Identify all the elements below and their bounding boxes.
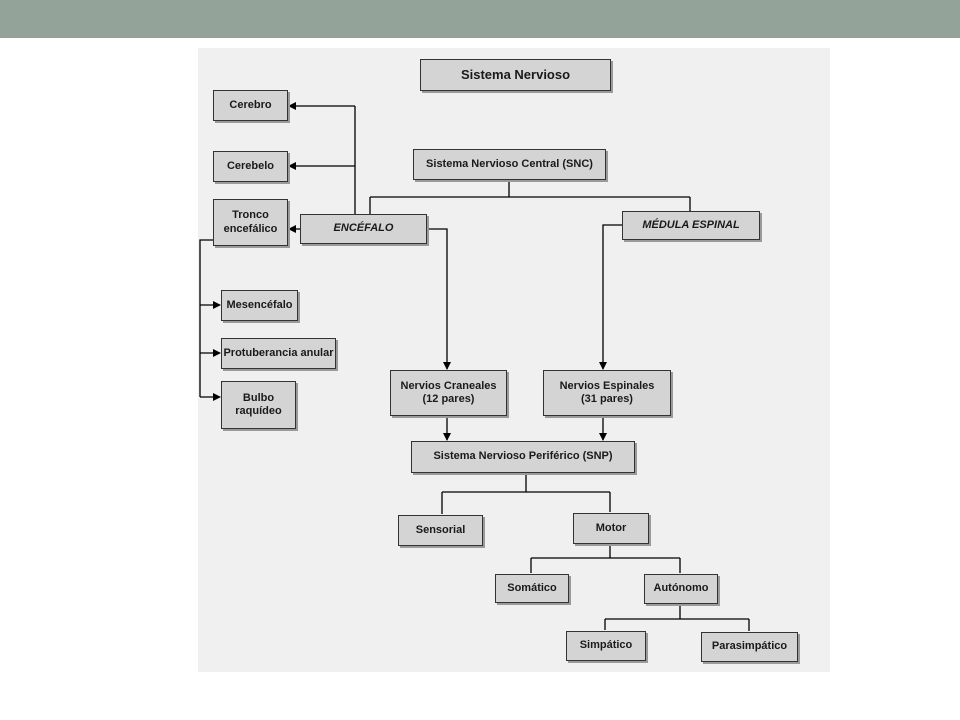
connector-encefalo-craneales <box>428 228 451 370</box>
node-snp: Sistema Nervioso Periférico (SNP) <box>411 441 635 473</box>
connector-autonomo-branch <box>604 604 750 631</box>
connector-motor-branch <box>530 544 681 573</box>
node-tronco-encefalico: Tronco encefálico <box>213 199 288 246</box>
node-bulbo-raquideo: Bulbo raquídeo <box>221 381 296 429</box>
connector-tronco-vertical <box>199 239 213 397</box>
node-cerebro: Cerebro <box>213 90 288 121</box>
node-autonomo: Autónomo <box>644 574 718 604</box>
header-bar <box>0 0 960 38</box>
node-sistema-nervioso: Sistema Nervioso <box>420 59 611 91</box>
node-encefalo: ENCÉFALO <box>300 214 427 244</box>
connector-snc-branch <box>369 180 691 214</box>
node-sensorial: Sensorial <box>398 515 483 546</box>
node-somatico: Somático <box>495 574 569 603</box>
node-snc: Sistema Nervioso Central (SNC) <box>413 149 606 180</box>
node-simpatico: Simpático <box>566 631 646 661</box>
node-nervios-espinales: Nervios Espinales (31 pares) <box>543 370 671 416</box>
node-medula-espinal: MÉDULA ESPINAL <box>622 211 760 240</box>
node-nervios-craneales: Nervios Craneales (12 pares) <box>390 370 507 416</box>
node-cerebelo: Cerebelo <box>213 151 288 182</box>
connector-snp-branch <box>441 473 611 514</box>
node-mesencefalo: Mesencéfalo <box>221 290 298 321</box>
node-motor: Motor <box>573 513 649 544</box>
node-parasimpatico: Parasimpático <box>701 632 798 662</box>
node-protuberancia-anular: Protuberancia anular <box>221 338 336 369</box>
connector-medula-espinales <box>599 224 622 370</box>
